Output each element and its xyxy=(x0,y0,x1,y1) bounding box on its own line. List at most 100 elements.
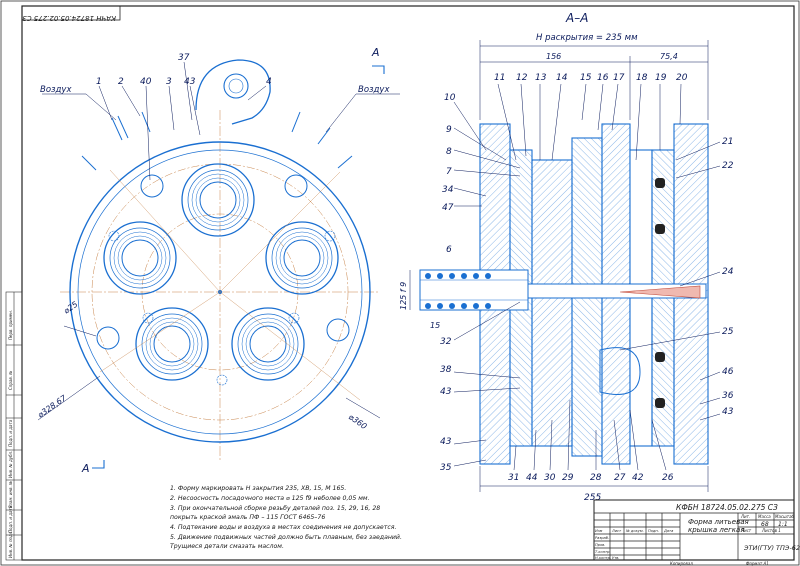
side-label-podp1: Подп. и дата xyxy=(8,419,13,447)
callout-15: 15 xyxy=(580,73,592,83)
callout-43-right: 43 xyxy=(722,407,734,417)
side-strip-labels: Перв. примен. Справ. № Подп. и дата Инв.… xyxy=(8,310,13,558)
dim-75-4: 75,4 xyxy=(660,52,678,61)
callout-1: 1 xyxy=(96,77,102,87)
callout-25: 25 xyxy=(722,327,734,337)
lifting-lug xyxy=(195,59,271,125)
callout-17: 17 xyxy=(613,73,625,83)
note-4: 4. Подтекание воды и воздуха в местах со… xyxy=(170,524,396,531)
lug-hole xyxy=(223,73,249,99)
callout-46: 46 xyxy=(722,367,734,377)
cavity-right xyxy=(265,221,339,295)
section-view: А–А Н раскрытия = 235 мм 156 75,4 xyxy=(399,11,734,503)
dim-125f9: 125 f 9 xyxy=(399,282,408,310)
tb-format: Формат А1 xyxy=(746,561,769,566)
o-rings xyxy=(655,178,665,408)
note-5b: Трущиеся детали смазать маслом. xyxy=(170,543,284,550)
tb-org: ЭТИ(ГТУ) ТПЭ-62 xyxy=(743,544,800,552)
tb-col-scale: Масштаб xyxy=(775,514,795,519)
tb-copy: Копировал xyxy=(670,561,693,566)
callout-26: 26 xyxy=(662,473,674,483)
plan-view: А А Воздух Воздух ⌀25 ⌀328,67 ⌀360 1 2 4… xyxy=(36,46,400,475)
sheet-frame xyxy=(21,5,795,561)
callout-6: 6 xyxy=(446,245,452,255)
cavity-left xyxy=(103,221,177,295)
section-marks xyxy=(92,65,385,469)
top-stamp-text: КАЧН 18724.05.02.275 СЗ xyxy=(22,14,116,22)
note-1: 1. Форму маркировать Н закрытия 235, ХВ,… xyxy=(170,485,346,492)
tb-name-1: Форма литьевая xyxy=(688,518,749,526)
callout-36: 36 xyxy=(722,391,734,401)
dim-15: 15 xyxy=(430,321,440,330)
callout-37: 37 xyxy=(178,53,190,63)
bolt-holes xyxy=(108,230,336,386)
section-title: А–А xyxy=(565,11,588,25)
callout-35: 35 xyxy=(440,463,452,473)
side-label-sprav: Справ. № xyxy=(8,371,13,390)
callout-44: 44 xyxy=(526,473,538,483)
tb-hdr-list: Лист xyxy=(611,529,622,533)
callout-13: 13 xyxy=(535,73,547,83)
tb-scale-val: 1:1 xyxy=(778,521,788,528)
side-strip xyxy=(5,291,23,561)
cavity-lower-right xyxy=(231,307,305,381)
tb-hdr-sign: Подп. xyxy=(648,529,659,533)
note-2: 2. Несоосность посадочного места ⌀ 125 f… xyxy=(170,494,370,502)
tb-sheets: Листов 1 xyxy=(761,528,781,533)
callout-10: 10 xyxy=(444,93,456,103)
callout-43-a: 43 xyxy=(440,387,452,397)
tb-doc-code: КФБН 18724.05.02.275 СЗ xyxy=(676,503,778,512)
tb-col-lit: Лит. xyxy=(740,514,750,519)
top-stamp: КАЧН 18724.05.02.275 СЗ xyxy=(21,5,121,22)
tb-mass-val: 68 xyxy=(761,521,769,528)
air-label-left: Воздух xyxy=(40,85,72,95)
tb-row-utv: Утв. xyxy=(612,556,620,560)
section-mark-top: А xyxy=(371,46,380,59)
callout-9: 9 xyxy=(446,125,452,135)
callout-22: 22 xyxy=(722,161,734,171)
callout-24: 24 xyxy=(722,267,734,277)
callout-3: 3 xyxy=(166,77,172,87)
plate-outline-360 xyxy=(69,141,371,443)
tb-row-nkontr: Н.контр. xyxy=(595,556,611,560)
tb-hdr-doc: № докум. xyxy=(625,529,644,533)
tb-hdr-date: Дата xyxy=(663,529,673,533)
callout-16: 16 xyxy=(597,73,609,83)
callout-29: 29 xyxy=(562,473,574,483)
callout-43-plan: 43 xyxy=(184,77,196,87)
callout-12: 12 xyxy=(516,73,528,83)
cavity-center xyxy=(181,163,255,237)
section-leaders xyxy=(453,83,721,471)
dim-156: 156 xyxy=(546,52,561,61)
callout-2: 2 xyxy=(118,77,124,87)
callout-31: 31 xyxy=(508,473,519,483)
note-3: 3. При окончательной сборке резьбу детал… xyxy=(170,504,380,512)
callout-20: 20 xyxy=(676,73,688,83)
callout-30: 30 xyxy=(544,473,556,483)
callout-18: 18 xyxy=(636,73,648,83)
title-block: КФБН 18724.05.02.275 СЗ Форма литьевая к… xyxy=(593,499,800,566)
callout-4: 4 xyxy=(266,77,272,87)
side-label-inv-podl: Инв. № подл. xyxy=(8,530,13,558)
ejector-cup xyxy=(599,347,641,395)
callout-32: 32 xyxy=(440,337,452,347)
side-label-podp2: Подп. и дата xyxy=(8,505,13,533)
guide-holes xyxy=(96,174,350,350)
tb-name-2: крышка легкая xyxy=(688,526,745,534)
callout-43-b: 43 xyxy=(440,437,452,447)
technical-notes: 1. Форму маркировать Н закрытия 235, ХВ,… xyxy=(170,485,402,550)
note-3b: покрыть краской эмаль ПФ – 115 ГОСТ 6465… xyxy=(170,514,325,521)
note-5: 5. Движение подвижных частей должно быть… xyxy=(170,533,402,541)
side-label-vzam: Взам. инв. № xyxy=(8,481,13,508)
plan-leaders xyxy=(37,61,400,421)
spring xyxy=(425,273,491,309)
callout-8: 8 xyxy=(446,147,452,157)
callout-11: 11 xyxy=(494,73,505,83)
tb-hdr-izm: Изм xyxy=(595,529,603,533)
callout-40: 40 xyxy=(140,77,152,87)
callout-28: 28 xyxy=(590,473,602,483)
air-fittings xyxy=(81,111,353,171)
callout-21: 21 xyxy=(722,137,733,147)
tb-row-razrab: Разраб. xyxy=(595,536,609,540)
